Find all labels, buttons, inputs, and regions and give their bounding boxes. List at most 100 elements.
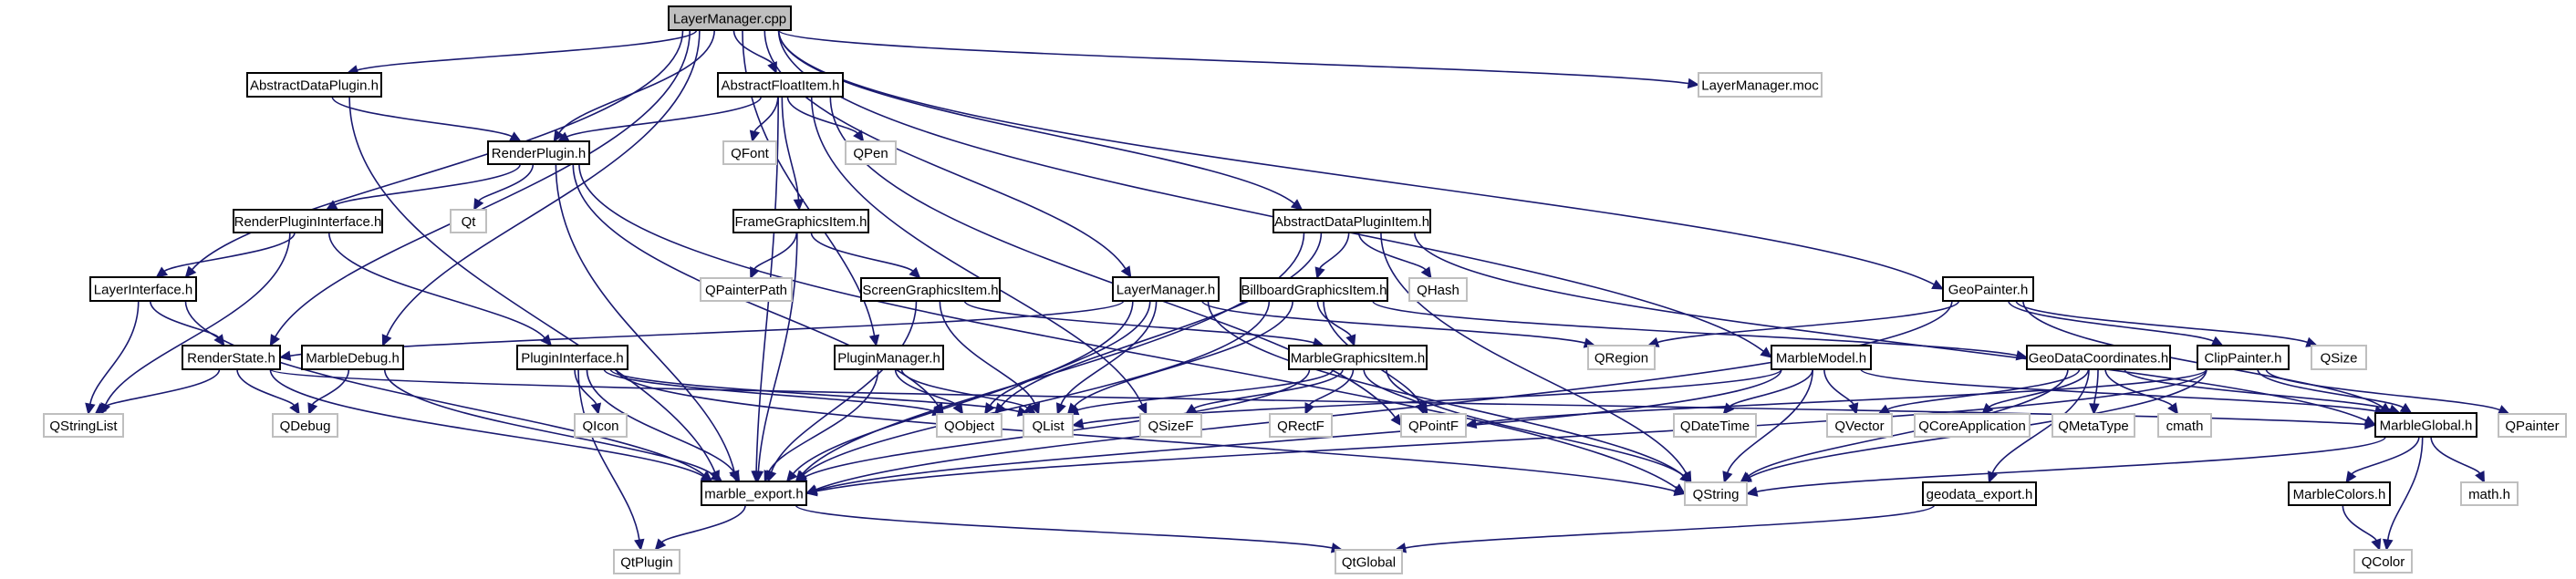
arrowhead-icon xyxy=(184,265,197,278)
arrowhead-icon xyxy=(793,199,805,212)
node-box[interactable] xyxy=(1240,277,1388,302)
node-box[interactable] xyxy=(1288,345,1428,370)
node-box[interactable] xyxy=(717,72,844,98)
node-box[interactable] xyxy=(1942,276,2034,302)
node-geodata-export-h[interactable]: geodata_export.h xyxy=(1922,481,2037,506)
node-math-h: math.h xyxy=(2460,481,2519,506)
arrowhead-icon xyxy=(952,402,964,416)
node-renderplugin-h[interactable]: RenderPlugin.h xyxy=(487,140,590,165)
node-label: cmath xyxy=(2166,419,2204,434)
node-marblemodel-h[interactable]: MarbleModel.h xyxy=(1771,345,1872,370)
edge-clippainter-h-to-qpointf xyxy=(1475,368,2207,425)
node-box[interactable] xyxy=(301,345,404,370)
node-qregion: QRegion xyxy=(1587,345,1656,370)
arrowhead-icon xyxy=(2015,350,2029,361)
node-marble-export-h[interactable]: marble_export.h xyxy=(701,481,807,506)
arrowhead-icon xyxy=(1345,334,1356,347)
node-marblecolors-h[interactable]: MarbleColors.h xyxy=(2288,481,2391,506)
arrowhead-icon xyxy=(766,470,777,483)
node-label: QDebug xyxy=(280,419,331,434)
node-label: QPen xyxy=(853,146,888,161)
node-box xyxy=(1673,413,1757,438)
node-abstractfloatitem-h[interactable]: AbstractFloatItem.h xyxy=(717,72,844,98)
edge-framegraphicsitem-h-to-qpainterpath xyxy=(753,232,797,270)
node-label: QSize xyxy=(2321,351,2358,367)
node-abstractdataplugin-h[interactable]: AbstractDataPlugin.h xyxy=(246,72,382,98)
edge-marblegraphicsitem-h-to-marble-export-h xyxy=(804,368,1311,478)
node-framegraphicsitem-h[interactable]: FrameGraphicsItem.h xyxy=(732,209,869,233)
node-label: MarbleGlobal.h xyxy=(2380,419,2473,434)
edge-abstractdatapluginitem-h-to-billboardgraphicsitem-h xyxy=(1319,232,1350,269)
node-marblegraphicsitem-h[interactable]: MarbleGraphicsItem.h xyxy=(1288,345,1428,370)
node-layerinterface-h[interactable]: LayerInterface.h xyxy=(89,276,197,302)
arrowhead-icon xyxy=(1848,402,1859,416)
arrowhead-icon xyxy=(2475,470,2485,484)
node-label: QtGlobal xyxy=(1342,555,1396,571)
node-pluginmanager-h[interactable]: PluginManager.h xyxy=(834,345,944,370)
node-geopainter-h[interactable]: GeoPainter.h xyxy=(1942,276,2034,302)
edge-plugininterface-h-to-qobject xyxy=(603,368,934,412)
node-label: marble_export.h xyxy=(704,487,803,502)
node-box[interactable] xyxy=(668,5,792,31)
node-box xyxy=(1587,345,1656,370)
edge-renderstate-h-to-qstringlist xyxy=(102,368,221,408)
node-box xyxy=(574,413,628,438)
node-qdebug: QDebug xyxy=(272,413,338,438)
node-screengraphicsitem-h[interactable]: ScreenGraphicsItem.h xyxy=(860,277,1001,302)
edge-plugininterface-h-to-qicon xyxy=(574,368,597,405)
node-box[interactable] xyxy=(2026,345,2171,370)
node-layermanager-h[interactable]: LayerManager.h xyxy=(1112,276,1220,302)
node-box[interactable] xyxy=(732,209,869,233)
node-box[interactable] xyxy=(182,345,281,370)
arrowhead-icon xyxy=(1931,279,1945,290)
node-qtglobal: QtGlobal xyxy=(1335,549,1403,574)
node-box[interactable] xyxy=(2288,481,2391,506)
node-box[interactable] xyxy=(516,345,628,370)
node-box[interactable] xyxy=(701,481,807,506)
arrowhead-icon xyxy=(634,538,645,552)
edge-geodata-export-h-to-qtglobal xyxy=(1405,504,1936,549)
node-qpen: QPen xyxy=(845,140,897,165)
node-plugininterface-h[interactable]: PluginInterface.h xyxy=(516,345,628,370)
node-marbledebug-h[interactable]: MarbleDebug.h xyxy=(301,345,404,370)
node-box xyxy=(722,140,777,165)
edge-marble-export-h-to-qtglobal xyxy=(795,504,1333,549)
edge-abstractfloatitem-h-to-qfont xyxy=(753,96,779,132)
node-abstractdatapluginitem-h[interactable]: AbstractDataPluginItem.h xyxy=(1272,209,1431,233)
node-billboardgraphicsitem-h[interactable]: BillboardGraphicsItem.h xyxy=(1240,277,1388,302)
node-box[interactable] xyxy=(246,72,382,98)
node-layermanager-cpp[interactable]: LayerManager.cpp xyxy=(668,5,792,31)
node-box[interactable] xyxy=(860,277,1001,302)
node-label: QDateTime xyxy=(1680,419,1750,434)
node-box xyxy=(1400,413,1467,438)
arrowhead-icon xyxy=(307,402,318,416)
node-box xyxy=(43,413,124,438)
node-label: QPainterPath xyxy=(705,283,787,298)
node-layermanager-moc: LayerManager.moc xyxy=(1698,72,1823,98)
node-box[interactable] xyxy=(487,140,590,165)
node-box[interactable] xyxy=(1771,345,1872,370)
node-box[interactable] xyxy=(1922,481,2037,506)
edge-layermanager-cpp-to-abstractdatapluginitem-h xyxy=(777,29,1295,204)
node-box[interactable] xyxy=(2197,345,2290,370)
node-geodatacoordinates-h[interactable]: GeoDataCoordinates.h xyxy=(2026,345,2171,370)
arrowhead-icon xyxy=(2167,402,2179,415)
node-renderstate-h[interactable]: RenderState.h xyxy=(182,345,281,370)
node-box xyxy=(2311,345,2367,370)
node-box xyxy=(2498,413,2567,438)
node-renderplugininterface-h[interactable]: RenderPluginInterface.h xyxy=(233,209,383,233)
node-box[interactable] xyxy=(1112,276,1220,302)
node-box[interactable] xyxy=(1272,209,1431,233)
node-label: math.h xyxy=(2468,487,2510,502)
node-box[interactable] xyxy=(233,209,383,233)
node-clippainter-h[interactable]: ClipPainter.h xyxy=(2197,345,2290,370)
node-box[interactable] xyxy=(2374,412,2477,438)
arrowhead-icon xyxy=(1055,402,1066,416)
node-box[interactable] xyxy=(89,276,197,302)
node-qmetatype: QMetaType xyxy=(2051,413,2135,438)
node-box[interactable] xyxy=(834,345,944,370)
edge-abstractdataplugin-h-to-marble-export-h xyxy=(348,96,716,473)
node-marbleglobal-h[interactable]: MarbleGlobal.h xyxy=(2374,412,2477,438)
arrowhead-icon xyxy=(1120,265,1132,279)
